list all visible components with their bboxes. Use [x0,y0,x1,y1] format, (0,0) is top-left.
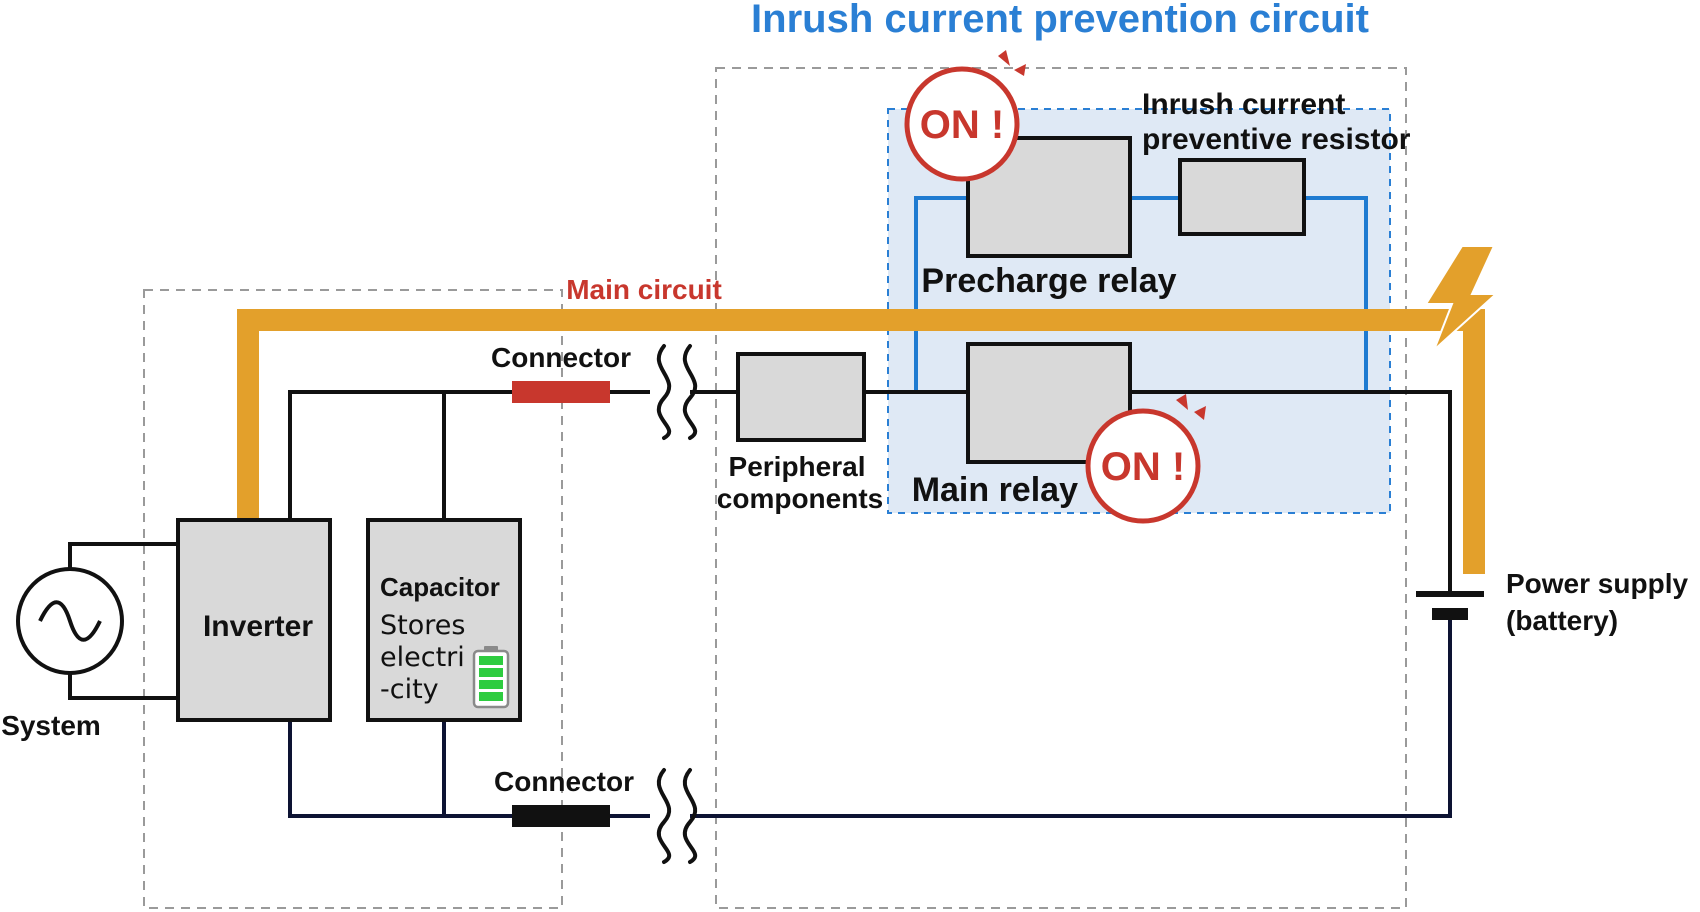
inrush-prevention-region [715,67,1407,909]
peripheral-components-box [736,352,866,442]
wavy-break-icon [656,344,698,440]
connector-top-label: Connector [491,342,631,373]
capacitor-label: Capacitor [380,572,500,602]
capacitor-desc-1: Stores [380,610,465,641]
battery-negative-plate [1432,608,1468,620]
power-supply-label-1: Power supply [1506,568,1688,599]
connector-bottom [512,805,610,827]
on-badge-main: ON ! [1101,445,1185,489]
main-circuit-label: Main circuit [566,274,722,305]
capacitor-desc-2: electri [380,642,465,673]
bottom-wire-right [690,614,1452,818]
resistor-label-2: preventive resistor [1142,123,1411,156]
inrush-resistor-box [1178,158,1306,236]
peripheral-label-1: Peripheral [729,451,866,482]
main-relay-label: Main relay [912,471,1078,509]
alert-badge-icon [1085,394,1206,524]
connector-bottom-label: Connector [494,766,634,797]
precharge-relay-label: Precharge relay [921,262,1176,300]
main-circuit-path-top [237,309,1440,560]
system-label: System [1,710,101,741]
top-wire-left [288,390,512,520]
resistor-label-1: Inrush current [1142,88,1345,121]
connector-top [512,381,610,403]
inverter-label: Inverter [203,610,313,643]
lightning-bolt-icon [1424,245,1499,351]
inverter-box [176,518,332,722]
alert-badge-icon [904,50,1026,182]
capacitor-desc-3: -city [380,674,439,705]
power-supply-label-2: (battery) [1506,605,1618,636]
wavy-break-icon [656,768,698,864]
diagram-title: Inrush current prevention circuit [751,0,1369,41]
on-badge-precharge: ON ! [920,103,1004,147]
main-circuit-path-right [1416,309,1485,574]
bottom-wire-left [288,720,512,818]
vehicle-side-region [143,289,563,909]
battery-positive-plate [1416,591,1484,597]
precharge-branch-wire [914,196,1368,392]
battery-charge-icon [472,646,510,709]
ac-source-icon [16,567,124,675]
peripheral-label-2: components [717,483,883,514]
